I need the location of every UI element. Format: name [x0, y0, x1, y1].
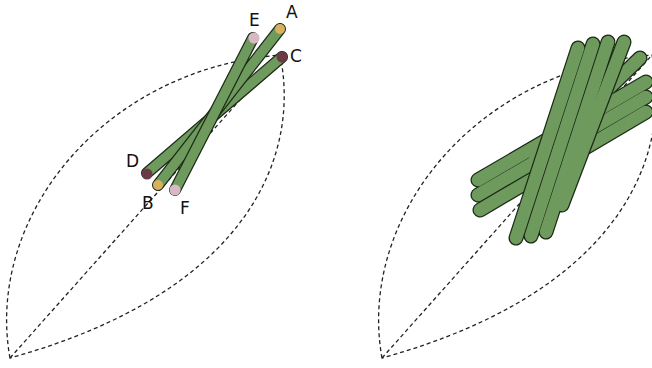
point-label: F	[180, 200, 190, 217]
point-label: E	[249, 12, 260, 29]
point-label: A	[286, 4, 298, 21]
end-dots	[142, 24, 288, 196]
point-label: B	[142, 195, 154, 212]
needle-strips	[478, 42, 646, 238]
point-label: C	[290, 48, 302, 65]
needle-strips	[147, 29, 282, 190]
point-label: D	[126, 153, 139, 170]
leaf-outline	[7, 55, 285, 358]
leaf-outline	[379, 55, 652, 358]
